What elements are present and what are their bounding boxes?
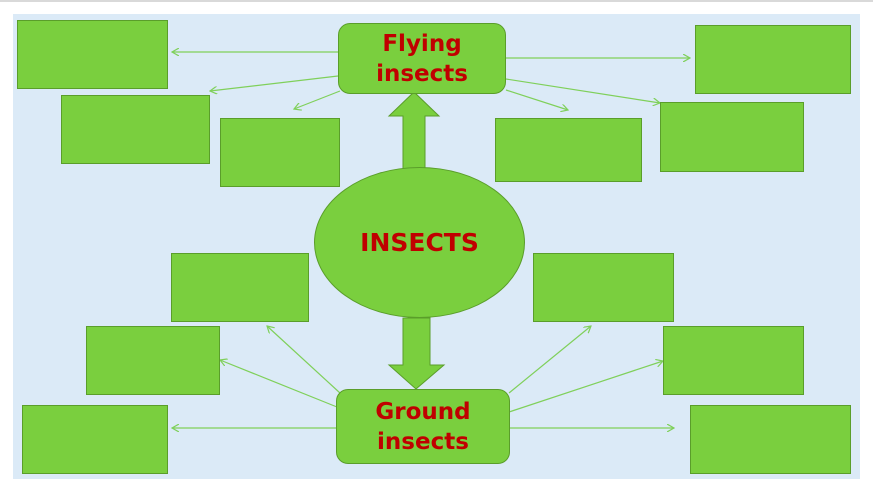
- flying-answer-box-6: [495, 118, 642, 182]
- ground-answer-box-1: [171, 253, 309, 322]
- top-divider: [0, 0, 873, 2]
- connector-ground-to-right-inner: [508, 326, 591, 394]
- insects-center-ellipse: INSECTS: [314, 167, 525, 318]
- connector-ground-to-right-middle: [508, 361, 663, 413]
- connector-ground-to-left-inner: [267, 326, 341, 394]
- center-label: INSECTS: [360, 228, 479, 257]
- flying-answer-box-1: [17, 20, 168, 89]
- flying-insects-box: Flying insects: [338, 23, 506, 94]
- connector-flying-to-right-inner: [505, 89, 568, 110]
- ground-answer-box-6: [690, 405, 851, 474]
- flying-answer-box-4: [695, 25, 851, 94]
- block-arrow-up: [387, 91, 441, 171]
- flying-insects-line2: insects: [376, 60, 468, 87]
- flying-answer-box-5: [660, 102, 804, 172]
- ground-answer-box-4: [533, 253, 674, 322]
- flying-insects-line1: Flying: [382, 30, 462, 57]
- connector-ground-to-left-middle: [220, 360, 338, 408]
- ground-insects-line1: Ground: [375, 398, 471, 425]
- flying-answer-box-2: [61, 95, 210, 164]
- connector-flying-to-right-middle: [505, 78, 660, 103]
- ground-insects-line2: insects: [377, 428, 469, 455]
- ground-insects-box: Ground insects: [336, 389, 510, 464]
- ground-answer-box-5: [663, 326, 804, 395]
- block-arrow-down: [387, 317, 446, 390]
- connector-flying-to-left-inner: [294, 90, 341, 109]
- ground-answer-box-2: [86, 326, 220, 395]
- connector-flying-to-left-middle: [210, 75, 339, 91]
- flying-answer-box-3: [220, 118, 340, 187]
- ground-answer-box-3: [22, 405, 168, 474]
